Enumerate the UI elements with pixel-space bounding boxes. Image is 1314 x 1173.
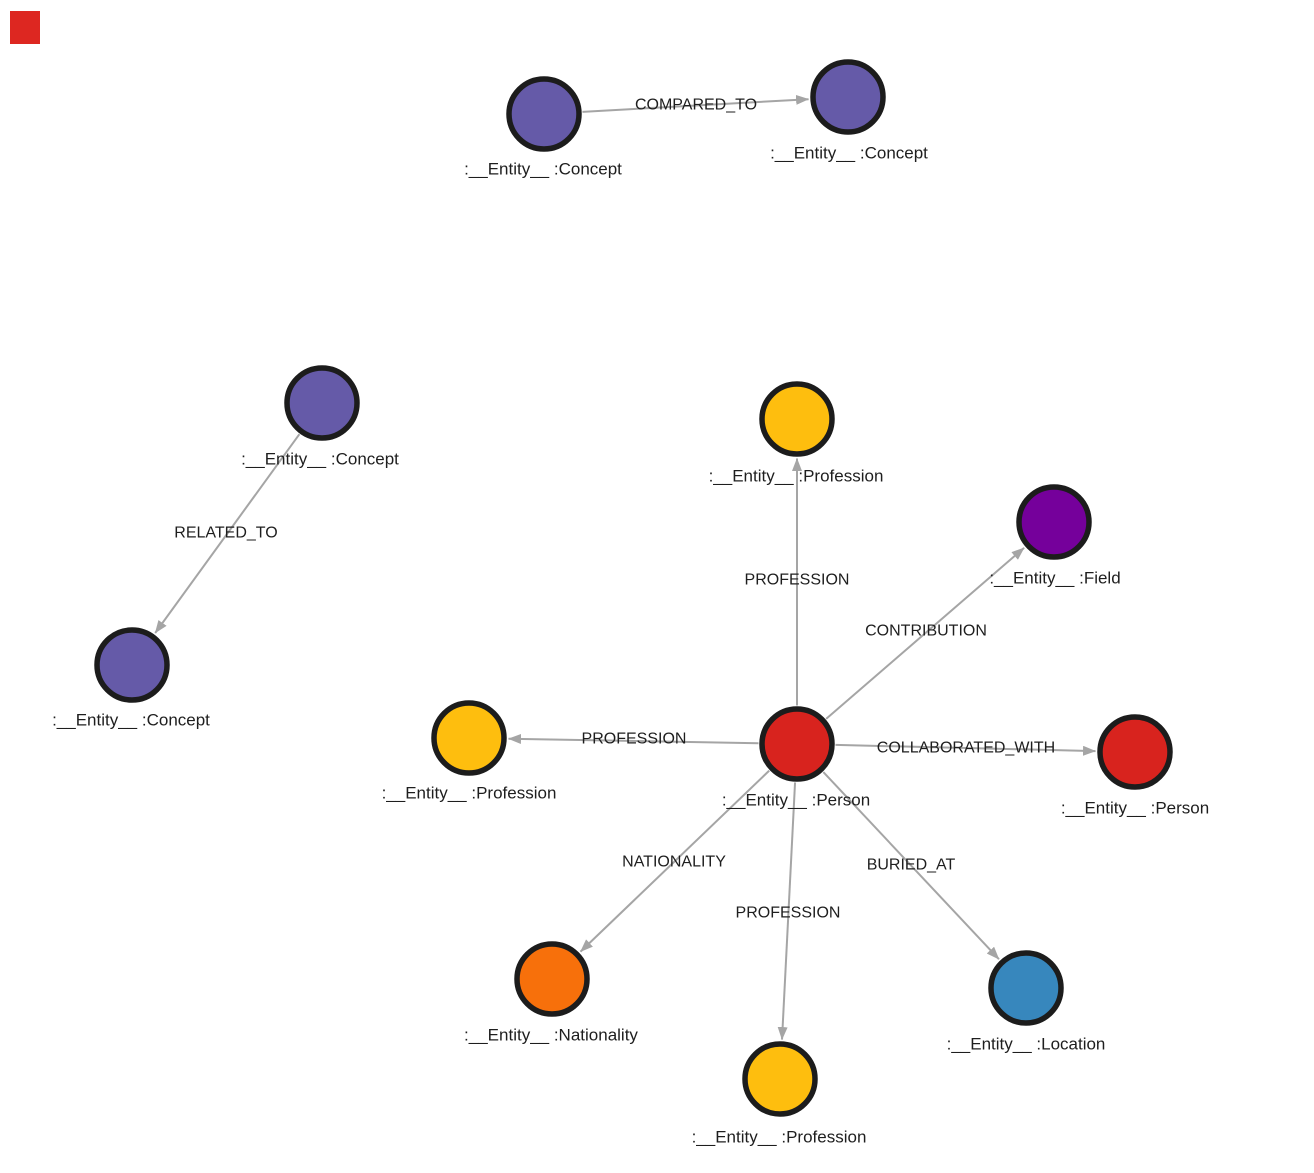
node-caption: :__Entity__ :Concept <box>770 144 928 163</box>
node-circle-concept-low[interactable] <box>94 627 170 703</box>
edge-label[interactable]: RELATED_TO <box>174 525 277 542</box>
node-person-right[interactable]: :__Entity__ :Person <box>1061 714 1209 818</box>
edge-label[interactable]: BURIED_AT <box>867 857 956 874</box>
edge-label[interactable]: CONTRIBUTION <box>865 623 987 640</box>
node-circle-concept-top-left[interactable] <box>506 76 582 152</box>
node-circle-person-center[interactable] <box>759 706 835 782</box>
edge-1-related-to[interactable]: RELATED_TO <box>154 433 301 634</box>
edge-label[interactable]: PROFESSION <box>745 572 850 589</box>
node-circle-location[interactable] <box>988 950 1064 1026</box>
node-circle-field[interactable] <box>1016 484 1092 560</box>
node-caption: :__Entity__ :Nationality <box>464 1026 638 1045</box>
node-concept-top-right[interactable]: :__Entity__ :Concept <box>770 59 928 163</box>
edge-0-compared-to[interactable]: COMPARED_TO <box>582 94 810 114</box>
edge-label[interactable]: NATIONALITY <box>622 854 726 871</box>
node-caption: :__Entity__ :Profession <box>709 467 884 486</box>
node-profession-bottom[interactable]: :__Entity__ :Profession <box>692 1041 867 1147</box>
red-marker-square <box>10 11 40 44</box>
edge-6-profession[interactable]: PROFESSION <box>736 782 841 1041</box>
edge-7-nationality[interactable]: NATIONALITY <box>579 769 770 953</box>
edge-5-buried-at[interactable]: BURIED_AT <box>822 771 1000 960</box>
node-caption: :__Entity__ :Person <box>722 791 870 810</box>
edge-line[interactable] <box>579 769 770 953</box>
edge-label[interactable]: COLLABORATED_WITH <box>877 740 1055 757</box>
node-profession-top[interactable]: :__Entity__ :Profession <box>709 381 884 486</box>
node-circle-profession-top[interactable] <box>759 381 835 457</box>
node-circle-profession-left[interactable] <box>431 700 507 776</box>
edge-2-profession[interactable]: PROFESSION <box>745 458 850 706</box>
node-caption: :__Entity__ :Concept <box>52 711 210 730</box>
node-circle-nationality[interactable] <box>514 941 590 1017</box>
node-concept-mid[interactable]: :__Entity__ :Concept <box>241 365 399 469</box>
node-caption: :__Entity__ :Location <box>947 1035 1106 1054</box>
edge-line[interactable] <box>507 733 759 745</box>
node-concept-low[interactable]: :__Entity__ :Concept <box>52 627 210 730</box>
node-circle-person-right[interactable] <box>1097 714 1173 790</box>
edge-label[interactable]: PROFESSION <box>582 731 687 748</box>
edge-line[interactable] <box>825 547 1025 720</box>
edge-line[interactable] <box>154 433 301 634</box>
node-caption: :__Entity__ :Concept <box>241 450 399 469</box>
node-field[interactable]: :__Entity__ :Field <box>989 484 1121 588</box>
edge-line[interactable] <box>822 771 1000 960</box>
edge-line[interactable] <box>582 94 810 113</box>
node-concept-top-left[interactable]: :__Entity__ :Concept <box>464 76 622 179</box>
edge-8-profession[interactable]: PROFESSION <box>507 731 759 748</box>
edge-line[interactable] <box>777 782 797 1041</box>
edge-label[interactable]: PROFESSION <box>736 905 841 922</box>
node-person-center[interactable]: :__Entity__ :Person <box>722 706 870 810</box>
node-circle-concept-mid[interactable] <box>284 365 360 441</box>
node-caption: :__Entity__ :Profession <box>382 784 557 803</box>
edge-3-contribution[interactable]: CONTRIBUTION <box>825 547 1025 720</box>
node-caption: :__Entity__ :Person <box>1061 799 1209 818</box>
node-caption: :__Entity__ :Field <box>989 569 1120 588</box>
node-profession-left[interactable]: :__Entity__ :Profession <box>382 700 557 803</box>
node-circle-profession-bottom[interactable] <box>742 1041 818 1117</box>
node-location[interactable]: :__Entity__ :Location <box>947 950 1106 1054</box>
node-caption: :__Entity__ :Profession <box>692 1128 867 1147</box>
node-caption: :__Entity__ :Concept <box>464 160 622 179</box>
edge-4-collaborated-with[interactable]: COLLABORATED_WITH <box>835 740 1097 757</box>
node-circle-concept-top-right[interactable] <box>810 59 886 135</box>
edge-line[interactable] <box>835 743 1097 756</box>
edge-label[interactable]: COMPARED_TO <box>635 97 757 114</box>
node-nationality[interactable]: :__Entity__ :Nationality <box>464 941 638 1045</box>
